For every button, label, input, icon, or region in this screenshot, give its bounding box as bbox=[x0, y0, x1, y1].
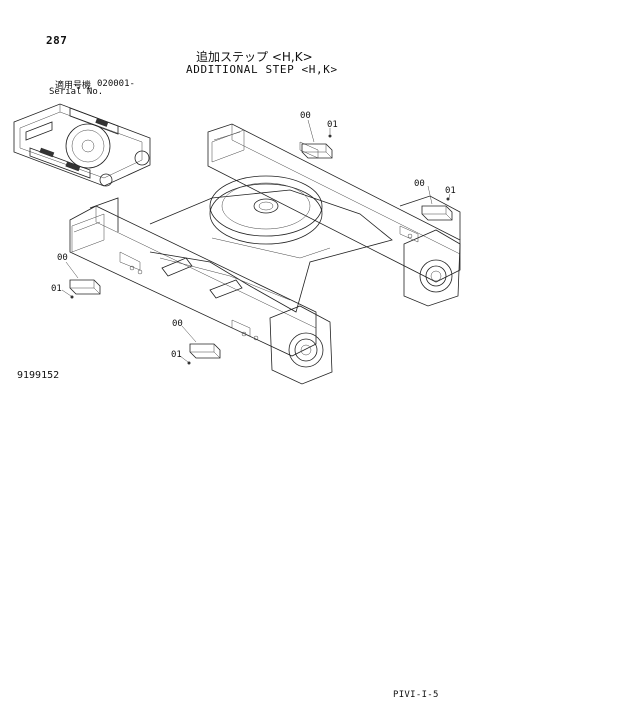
leader-lines bbox=[61, 119, 451, 363]
callout-step-top: 00 bbox=[300, 111, 311, 121]
page-reference: PIVI-I-5 bbox=[393, 690, 439, 700]
callout-labels: 00 01 00 01 00 01 00 01 bbox=[51, 111, 456, 360]
serial-label-english: Serial No. bbox=[49, 87, 104, 97]
title-japanese: 追加ステップ <H,K> bbox=[196, 50, 313, 64]
callout-bolt-left: 01 bbox=[51, 284, 62, 294]
thumbnail-undercarriage bbox=[13, 103, 151, 187]
step-part-bottom bbox=[189, 343, 221, 359]
bolt-left bbox=[70, 295, 74, 299]
bolt-bottom bbox=[187, 361, 191, 365]
step-parts bbox=[69, 134, 453, 365]
bolt-top bbox=[328, 134, 332, 138]
callout-step-left: 00 bbox=[57, 253, 68, 263]
serial-value: 020001- bbox=[97, 79, 135, 89]
callout-bolt-bottom: 01 bbox=[171, 350, 182, 360]
main-track-frame bbox=[69, 123, 461, 385]
step-part-left bbox=[69, 279, 101, 295]
callout-bolt-right: 01 bbox=[445, 186, 456, 196]
step-part-right bbox=[421, 205, 453, 221]
callout-bolt-top: 01 bbox=[327, 120, 338, 130]
page-number: 287 bbox=[46, 34, 68, 47]
step-part-top bbox=[301, 143, 333, 159]
figure-number: 9199152 bbox=[17, 370, 60, 381]
callout-step-right: 00 bbox=[414, 179, 425, 189]
title-english: ADDITIONAL STEP <H,K> bbox=[186, 63, 338, 76]
callout-step-bottom: 00 bbox=[172, 319, 183, 329]
serial-label-japanese: 適用号機 bbox=[55, 81, 92, 91]
bolt-right bbox=[446, 197, 450, 201]
